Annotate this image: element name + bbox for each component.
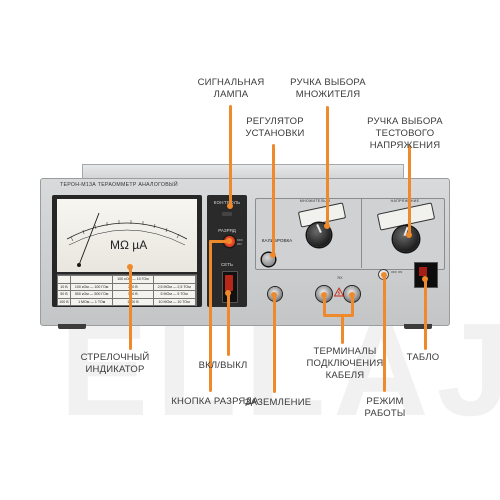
- label-terminals: ТЕРМИНАЛЫ ПОДКЛЮЧЕНИЯ КАБЕЛЯ: [306, 346, 384, 381]
- meter-table-cell: 1 МОм — 1 ТОм: [69, 297, 114, 306]
- model-title: ТЕРОН-М13А ТЕРАОММЕТР АНАЛОГОВЫЙ: [60, 182, 178, 188]
- callout-dot-multiplier: [324, 223, 330, 229]
- high-voltage-warning-icon: [334, 287, 344, 297]
- callout-line-mode: [383, 276, 386, 392]
- label-voltage-knob: РУЧКА ВЫБОРА ТЕСТОВОГО НАПРЯЖЕНИЯ: [367, 116, 443, 151]
- callout-dot-terminal-1: [321, 292, 327, 298]
- callout-line-ground: [273, 294, 276, 393]
- callout-line-terminal-2: [351, 294, 354, 316]
- razryad-label: РАЗРЯД: [218, 228, 236, 233]
- callout-line-on-off: [227, 292, 230, 356]
- meter-face: [57, 199, 197, 272]
- callout-line-multiplier: [326, 106, 329, 226]
- kontrol-label: КОНТРОЛЬ: [213, 200, 241, 205]
- meter-table-cell: 100 кОм — 100 ГОм: [69, 282, 114, 291]
- callout-line-terminals-h: [323, 314, 354, 317]
- callout-dot-on-off: [225, 290, 231, 296]
- meter-table-row: 100 кОм — 10 ГОм: [57, 275, 198, 284]
- callout-line-regulator: [272, 144, 275, 254]
- meter-table-cell: 5 МОм — 5 ТОм: [152, 290, 196, 299]
- label-signal-lamp: СИГНАЛЬНАЯ ЛАМПА: [197, 77, 265, 100]
- callout-dot-discharge: [226, 238, 232, 244]
- callout-dot-mode: [381, 272, 387, 278]
- meter-table-cell: [194, 297, 198, 306]
- meter-table-cell: 100 кОм — 10 ГОм: [112, 275, 154, 284]
- device-foot-left: [58, 324, 86, 329]
- label-discharge-button: КНОПКА РАЗРЯДА: [171, 396, 259, 407]
- mode-off-on-label: OFF ON: [391, 270, 403, 274]
- meter-table-cell: [194, 290, 198, 299]
- label-mode: РЕЖИМ РАБОТЫ: [364, 396, 406, 419]
- meter-table-cell: [57, 275, 71, 284]
- label-regulator: РЕГУЛЯТОР УСТАНОВКИ: [245, 116, 305, 139]
- meter-unit-label: MΩ µA: [110, 238, 148, 252]
- meter-table-cell: 2,5 МОм — 2,5 ТОм: [152, 282, 196, 291]
- device-top-cover: [82, 164, 404, 181]
- meter-table-cell: 500 кОм — 500 ГОм: [69, 290, 114, 299]
- callout-line-display: [424, 278, 427, 350]
- callout-dot-voltage: [406, 232, 412, 238]
- device-foot-right: [404, 324, 432, 329]
- callout-line-terminals: [341, 314, 344, 344]
- callout-dot-lamp: [227, 203, 233, 209]
- meter-table-cell: 50 В: [57, 290, 71, 299]
- calibration-label: КАЛИБРОВКА: [261, 238, 293, 243]
- power-rocker[interactable]: [225, 275, 233, 291]
- callout-dot-regulator: [270, 252, 276, 258]
- meter-table-cell: 1000 В: [112, 297, 154, 306]
- rx-label: RX: [337, 276, 343, 280]
- label-ground: ЗАЗЕМЛЕНИЕ: [244, 397, 312, 408]
- callout-dot-ground: [271, 292, 277, 298]
- meter-table-cell: 250 В: [112, 282, 154, 291]
- signal-lamp: [222, 212, 232, 216]
- callout-line-voltage: [408, 145, 411, 235]
- callout-line-lamp: [229, 105, 232, 205]
- label-on-off: ВКЛ/ВЫКЛ: [198, 360, 248, 371]
- meter-table-cell: 500 В: [112, 290, 154, 299]
- label-multiplier-knob: РУЧКА ВЫБОРА МНОЖИТЕЛЯ: [290, 77, 366, 100]
- callout-line-discharge: [209, 240, 212, 392]
- meter-table-cell: 10 В: [57, 282, 71, 291]
- voltage-panel: [361, 198, 444, 268]
- meter-table-cell: 100 В: [57, 297, 71, 306]
- callout-dot-terminal-2: [349, 292, 355, 298]
- label-display: ТАБЛО: [406, 352, 440, 363]
- meter-table-cell: [152, 275, 196, 284]
- display-indicator: [419, 267, 427, 276]
- meter-table-cell: [194, 282, 198, 291]
- callout-line-terminal-1: [323, 294, 326, 316]
- label-arrow-indicator: СТРЕЛОЧНЫЙ ИНДИКАТОР: [80, 352, 150, 375]
- meter-table-cell: 10 МОм — 10 ТОм: [152, 297, 196, 306]
- callout-dot-display: [422, 276, 428, 282]
- meter-table-cell: [194, 275, 198, 284]
- callout-line-arrow-indicator: [129, 266, 132, 350]
- meter-table-cell: [69, 275, 114, 284]
- set-label: СЕТЬ: [221, 262, 233, 267]
- meter-scale-icon: [66, 212, 188, 267]
- callout-dot-arrow-indicator: [127, 264, 133, 270]
- multiplier-caption: МНОЖИТЕЛЬ Ω: [299, 199, 331, 203]
- off-on-label: OFF ON: [237, 238, 243, 246]
- voltage-caption: НАПРЯЖЕНИЕ: [390, 199, 420, 203]
- callout-line-discharge-h: [209, 240, 227, 243]
